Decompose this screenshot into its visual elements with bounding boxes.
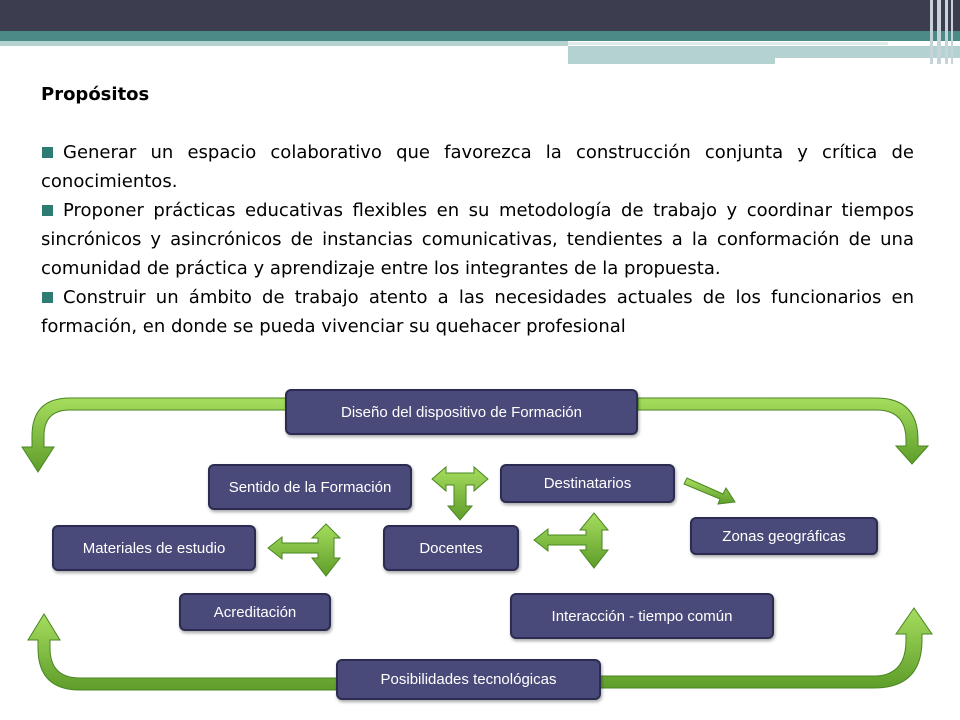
t-arrow-left bbox=[267, 523, 342, 577]
curved-arrow-bottom-left bbox=[27, 613, 341, 691]
curved-arrow-top-left bbox=[21, 397, 289, 473]
node-diseno: Diseño del dispositivo de Formación bbox=[285, 389, 638, 435]
purposes-section: Propósitos Generar un espacio colaborati… bbox=[41, 80, 914, 341]
slide-corner-stripe bbox=[930, 0, 933, 64]
node-interaccion: Interacción - tiempo común bbox=[510, 593, 774, 639]
node-sentido: Sentido de la Formación bbox=[208, 464, 412, 510]
t-arrow-center bbox=[431, 465, 489, 521]
slide-accent-band-light bbox=[0, 41, 568, 46]
node-materiales: Materiales de estudio bbox=[52, 525, 256, 571]
slide-accent-gap bbox=[775, 58, 960, 64]
square-bullet-icon bbox=[42, 146, 53, 158]
bullet-item: Generar un espacio colaborativo que favo… bbox=[41, 138, 914, 196]
bullet-item: Construir un ámbito de trabajo atento a … bbox=[41, 283, 914, 341]
t-arrow-right bbox=[533, 512, 610, 569]
slide-accent-line bbox=[568, 42, 888, 45]
square-bullet-icon bbox=[42, 204, 53, 216]
diagonal-arrow bbox=[683, 477, 736, 505]
bullet-text: Construir un ámbito de trabajo atento a … bbox=[41, 287, 914, 337]
slide-corner-stripe bbox=[951, 0, 953, 64]
bullet-text: Generar un espacio colaborativo que favo… bbox=[41, 142, 914, 192]
slide-corner-stripe bbox=[937, 0, 941, 64]
node-destinatarios: Destinatarios bbox=[500, 464, 675, 503]
bullet-text: Proponer prácticas educativas flexibles … bbox=[41, 200, 914, 279]
slide-corner-stripe bbox=[945, 0, 948, 64]
curved-arrow-bottom-right bbox=[599, 607, 933, 689]
section-title: Propósitos bbox=[41, 84, 150, 105]
node-acreditacion: Acreditación bbox=[179, 593, 331, 631]
square-bullet-icon bbox=[42, 291, 53, 303]
slide-top-bar bbox=[0, 0, 960, 31]
node-posibilidades: Posibilidades tecnológicas bbox=[336, 659, 601, 700]
node-docentes: Docentes bbox=[383, 525, 519, 571]
slide-accent-band bbox=[0, 31, 960, 41]
curved-arrow-top-right bbox=[637, 397, 930, 465]
node-zonas: Zonas geográficas bbox=[690, 517, 878, 555]
bullet-item: Proponer prácticas educativas flexibles … bbox=[41, 196, 914, 283]
